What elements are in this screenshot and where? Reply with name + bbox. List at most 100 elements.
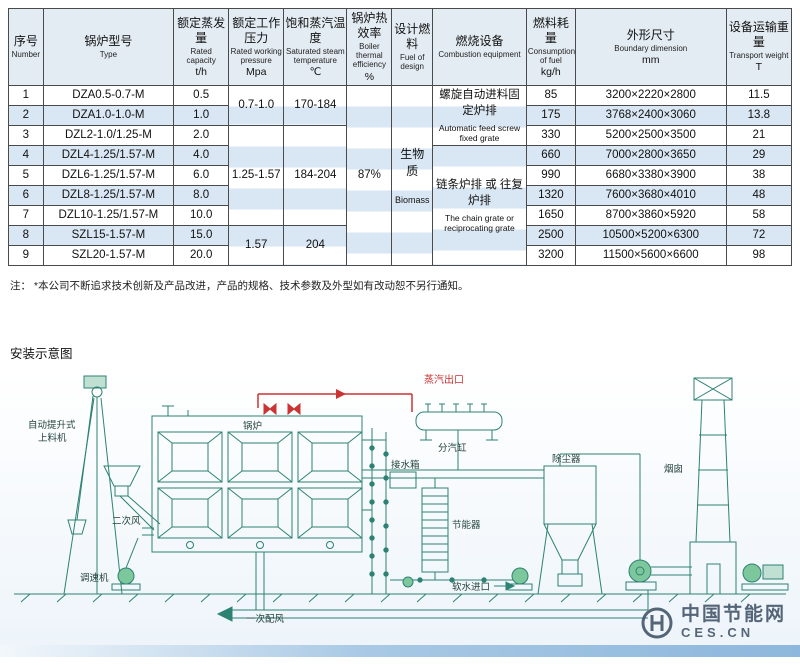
cell-dimension: 6680×3380×3900 (574, 164, 727, 186)
cell-efficiency-merged: 87% (346, 84, 393, 266)
cell-consumption: 3200 (525, 244, 576, 266)
cell-weight: 29 (725, 144, 793, 166)
header-en: Boundary dimension (614, 43, 688, 53)
table-row: 3 DZL2-1.0/1.25-M 2.0 1.25-1.57 184-204 … (8, 124, 793, 226)
cell-type: DZA0.5-0.7-M (42, 84, 175, 106)
header-unit: mm (642, 53, 660, 66)
cell-combustion-b: 链条炉排 或 往复炉排 The chain grate or reciproca… (432, 144, 527, 266)
steam-cylinder (415, 403, 503, 470)
watermark: 中国节能网 CES.CN (640, 604, 786, 640)
cell-type: DZL6-1.25/1.57-M (42, 164, 175, 186)
economizer-label: 节能器 (452, 519, 481, 531)
header-unit: ℃ (309, 65, 322, 78)
feeder-elevator (63, 375, 161, 594)
fuel-en: Biomass (394, 195, 430, 206)
header-unit: % (364, 70, 375, 83)
water-tank-label: 接水箱 (391, 459, 420, 471)
header-en: Rated working pressure (230, 46, 282, 65)
cell-consumption: 330 (525, 124, 576, 146)
cell-type: DZA1.0-1.0-M (42, 104, 175, 126)
cell-no: 6 (8, 184, 44, 206)
watermark-text: 中国节能网 CES.CN (681, 604, 786, 640)
cell-consumption: 660 (525, 144, 576, 166)
cell-type: SZL20-1.57-M (42, 244, 175, 266)
cell-pressure-merged: 1.57 (228, 224, 285, 266)
cell-capacity: 4.0 (173, 144, 230, 166)
steam-line-red (257, 388, 413, 415)
header-zh: 外形尺寸 (626, 27, 675, 42)
combustion-en: Automatic feed screw fixed grate (438, 122, 521, 144)
cell-dimension: 5200×2500×3500 (574, 124, 727, 146)
cell-consumption: 990 (525, 164, 576, 186)
header-en: Saturated steam temperature (286, 46, 345, 65)
installation-diagram: 自动提升式 上料机 锅炉 蒸汽出口 分汽缸 接水箱 节能器 除尘器 烟囱 软水进… (14, 373, 789, 625)
cell-dimension: 3200×2220×2800 (574, 84, 727, 106)
cell-type: DZL2-1.0/1.25-M (42, 124, 175, 146)
table-row: 7 DZL10-1.25/1.57-M 10.0 1650 8700×3860×… (8, 204, 793, 226)
cell-fuel-merged: 生物质 Biomass (391, 84, 434, 266)
cell-temp-merged: 204 (283, 224, 348, 266)
economizer (362, 469, 544, 591)
installation-diagram-panel: 自动提升式 上料机 锅炉 蒸汽出口 分汽缸 接水箱 节能器 除尘器 烟囱 软水进… (0, 369, 800, 657)
cell-no: 9 (8, 244, 44, 266)
feeder-label: 自动提升式 (28, 419, 76, 431)
cell-weight: 98 (725, 244, 793, 266)
cell-weight: 58 (725, 204, 793, 226)
soft-water-inlet-label: 软水进口 (452, 581, 490, 593)
table-body: 1 DZA0.5-0.7-M 0.5 0.7-1.0 170-184 87% 生… (8, 84, 793, 266)
cell-combustion-a: 螺旋自动进料固定炉排 Automatic feed screw fixed gr… (432, 84, 527, 146)
cell-weight: 11.5 (725, 84, 793, 106)
header-zh: 燃烧设备 (455, 34, 504, 49)
combustion-en: The chain grate or reciprocating grate (444, 212, 515, 234)
cell-no: 7 (8, 204, 44, 226)
header-zh: 序号 (13, 34, 38, 49)
table-row: 1 DZA0.5-0.7-M 0.5 0.7-1.0 170-184 87% 生… (8, 84, 793, 266)
cell-weight: 38 (725, 164, 793, 186)
table-row: 6 DZL8-1.25/1.57-M 8.0 1320 7600×3680×40… (8, 184, 793, 206)
cell-capacity: 2.0 (173, 124, 230, 146)
catalog-page: { "table": { "headers": [ {"zh": "序号", "… (0, 8, 800, 665)
cell-temp-merged: 170-184 (283, 84, 348, 126)
ground-hatch (20, 593, 751, 602)
header-zh: 燃料耗量 (532, 15, 569, 45)
cell-type: DZL4-1.25/1.57-M (42, 144, 175, 166)
header-en: Number (11, 50, 41, 60)
header-zh: 饱和蒸汽温度 (285, 15, 346, 45)
header-unit: T (755, 61, 763, 74)
footnote: 注： *本公司不断追求技术创新及产品改进，产品的规格、技术参数及外型如有改动恕不… (10, 279, 469, 292)
chimney-structure (689, 377, 737, 595)
cell-type: SZL15-1.57-M (42, 224, 175, 246)
header-en: Fuel of design (399, 53, 425, 72)
header-zh: 额定工作压力 (232, 15, 281, 45)
cell-type: DZL10-1.25/1.57-M (42, 204, 175, 226)
cell-capacity: 8.0 (173, 184, 230, 206)
cell-weight: 72 (725, 224, 793, 246)
cell-capacity: 6.0 (173, 164, 230, 186)
table-row: 4 DZL4-1.25/1.57-M 4.0 链条炉排 或 往复炉排 The c… (8, 144, 793, 266)
diagram-linework (14, 375, 789, 622)
cell-temp-merged: 184-204 (283, 124, 348, 226)
header-en: Combustion equipment (438, 50, 521, 60)
combustion-zh: 螺旋自动进料固定炉排 (439, 88, 520, 117)
cell-no: 3 (8, 124, 44, 146)
table-row: 2 DZA1.0-1.0-M 1.0 175 3768×2400×3060 13… (8, 104, 793, 126)
speed-governor-label: 调速机 (80, 572, 109, 584)
cell-consumption: 85 (525, 84, 576, 106)
header-unit: Mpa (246, 65, 267, 78)
primary-air-duct (216, 589, 649, 622)
header-en: Rated capacity (186, 46, 216, 65)
table-row: 8 SZL15-1.57-M 15.0 1.57 204 2500 10500×… (8, 224, 793, 266)
cell-dimension: 7000×2800×3650 (574, 144, 727, 166)
combustion-zh: 链条炉排 或 往复炉排 (436, 178, 523, 207)
cell-dimension: 10500×5200×6300 (574, 224, 727, 246)
table-row: 5 DZL6-1.25/1.57-M 6.0 990 6680×3380×390… (8, 164, 793, 186)
cell-dimension: 3768×2400×3060 (574, 104, 727, 126)
header-unit: t/h (195, 65, 208, 78)
cell-type: DZL8-1.25/1.57-M (42, 184, 175, 206)
